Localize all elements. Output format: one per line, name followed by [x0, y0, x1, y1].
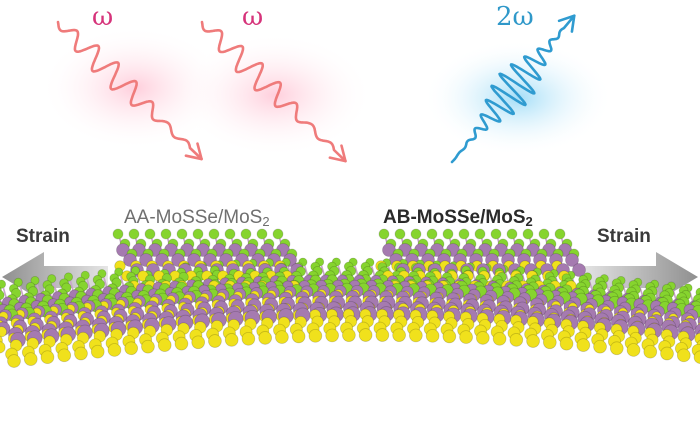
- sulfur-atom: [626, 343, 641, 357]
- selenium-atom: [192, 228, 204, 240]
- harmonic-wave-icon: [450, 14, 576, 164]
- sulfur-atom: [291, 329, 306, 344]
- selenium-atom: [80, 270, 90, 280]
- incident-beam-2-frequency-label: ω: [242, 2, 264, 32]
- sulfur-atom: [325, 328, 339, 343]
- sulfur-atom: [57, 348, 72, 363]
- selenium-atom: [442, 228, 454, 240]
- selenium-atom: [63, 272, 74, 282]
- sulfur-atom: [342, 328, 356, 342]
- selenium-atom: [272, 228, 284, 240]
- selenium-atom: [426, 228, 438, 240]
- sulfur-atom: [643, 344, 658, 359]
- sulfur-atom: [174, 336, 189, 351]
- selenium-atom: [256, 228, 268, 240]
- sulfur-atom: [609, 341, 624, 356]
- sulfur-atom: [90, 344, 105, 359]
- sulfur-atom: [275, 330, 289, 344]
- sulfur-atom: [693, 350, 700, 365]
- sulfur-atom: [425, 329, 440, 343]
- selenium-atom: [128, 228, 140, 240]
- selenium-atom: [176, 228, 188, 240]
- sulfur-atom: [509, 333, 524, 347]
- selenium-atom: [160, 228, 172, 240]
- sulfur-atom: [559, 336, 574, 351]
- sulfur-atom: [375, 328, 390, 342]
- sulfur-atom: [224, 333, 239, 347]
- sulfur-atom: [241, 331, 256, 346]
- sulfur-atom: [208, 334, 222, 348]
- sulfur-atom: [475, 331, 490, 345]
- selenium-atom: [394, 228, 406, 240]
- sulfur-atom: [141, 339, 155, 354]
- sulfur-atom: [191, 335, 206, 350]
- selenium-atom: [114, 267, 124, 277]
- light-waves: [56, 14, 576, 164]
- beam-glows: [40, 26, 613, 157]
- selenium-atom: [0, 279, 7, 289]
- sulfur-atom: [157, 338, 172, 352]
- sulfur-atom: [0, 326, 7, 338]
- selenium-atom: [13, 277, 23, 287]
- sulfur-atom: [308, 329, 323, 343]
- sulfur-atom: [676, 348, 691, 363]
- sulfur-atom: [107, 343, 122, 357]
- sulfur-atom: [576, 338, 591, 352]
- selenium-atom: [378, 228, 390, 240]
- selenium-atom: [458, 228, 470, 240]
- selenium-atom: [97, 269, 107, 279]
- incident-wave-1-icon: [56, 20, 203, 161]
- selenium-atom: [490, 228, 502, 240]
- selenium-atom: [30, 275, 40, 286]
- sulfur-atom: [40, 350, 55, 365]
- selenium-atom: [506, 228, 518, 240]
- selenium-atom: [208, 228, 220, 240]
- selenium-atom: [0, 289, 5, 301]
- sulfur-atom: [124, 341, 139, 356]
- selenium-atom: [224, 228, 236, 240]
- sulfur-atom: [409, 328, 423, 343]
- selenium-atom: [112, 228, 124, 240]
- selenium-atom: [144, 228, 156, 240]
- incident-beam-1-frequency-label: ω: [92, 2, 114, 32]
- lattice-structure: [0, 228, 700, 368]
- molybdenum-atom: [572, 263, 586, 277]
- sulfur-atom: [7, 354, 21, 368]
- sulfur-atom: [526, 334, 540, 348]
- selenium-atom: [522, 228, 534, 240]
- sulfur-atom: [593, 339, 607, 354]
- sulfur-atom: [492, 331, 507, 346]
- sulfur-atom: [358, 328, 373, 342]
- strain-label-right: Strain: [597, 226, 651, 247]
- incident-wave-2-icon: [200, 20, 347, 163]
- molybdenum-atom: [565, 253, 579, 267]
- sulfur-atom: [0, 341, 6, 354]
- sulfur-atom: [442, 329, 457, 344]
- sulfur-atom: [74, 346, 88, 361]
- selenium-atom: [240, 228, 252, 240]
- strain-label-left: Strain: [16, 226, 70, 247]
- harmonic-beam-frequency-label: 2ω: [496, 2, 534, 32]
- selenium-atom: [47, 274, 57, 284]
- sulfur-atom: [542, 335, 557, 350]
- sulfur-atom: [258, 331, 273, 345]
- selenium-atom: [130, 266, 141, 276]
- sulfur-atom: [23, 352, 38, 366]
- ab-stacking-label: AB-MoSSe/MoS2: [383, 207, 533, 229]
- selenium-atom: [538, 228, 550, 240]
- sulfur-atom: [392, 328, 406, 342]
- selenium-atom: [554, 228, 566, 240]
- sulfur-atom: [459, 330, 473, 344]
- sulfur-atom: [660, 346, 674, 361]
- selenium-atom: [474, 228, 486, 240]
- selenium-atom: [410, 228, 422, 240]
- aa-stacking-label: AA-MoSSe/MoS2: [124, 207, 270, 229]
